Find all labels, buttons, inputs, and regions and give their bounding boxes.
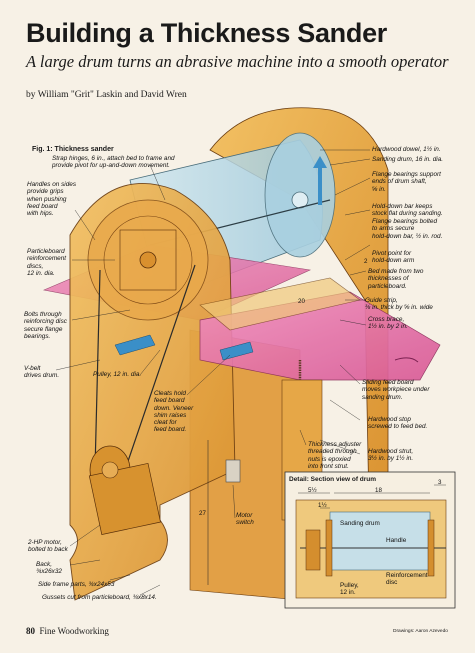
cleat-blue-1: [114, 334, 156, 356]
detail-dim-small: 1½: [318, 502, 327, 509]
article-title: Building a Thickness Sander: [26, 18, 387, 48]
label-thickness-adjuster: Thickness adjuster threaded through nuts…: [308, 441, 362, 470]
label-pulley: Pulley, 12 in. dia.: [93, 371, 142, 378]
label-particleboard-discs: Particleboard reinforcement discs, 12 in…: [27, 248, 67, 277]
figure-title: Fig. 1: Thickness sander: [32, 146, 114, 153]
detail-label-pulley: Pulley, 12 in.: [340, 582, 359, 597]
label-hardwood-strut: Hardwood strut, 3½ in. by 1½ in.: [368, 448, 414, 463]
label-bed: Bed made from two thicknesses of particl…: [368, 268, 424, 290]
detail-dim-right: 3: [438, 479, 442, 486]
detail-label-handle: Handle: [386, 537, 407, 544]
publication-name: Fine Woodworking: [39, 626, 109, 636]
label-side-frame: Side frame parts, ¾x24x53: [38, 581, 115, 588]
label-flange-bearings-bolted: Flange bearings bolted to arms secure ho…: [372, 218, 443, 240]
article-byline: by William "Grit" Laskin and David Wren: [26, 90, 187, 100]
detail-dim-center: 18: [375, 487, 382, 494]
label-hardwood-dowel: Hardwood dowel, 1½ in.: [372, 146, 441, 153]
label-bolts: Bolts through reinforcing disc secure fl…: [24, 311, 67, 340]
label-back: Back, ¾x26x32: [36, 561, 62, 576]
dimension-20: 20: [298, 298, 305, 305]
label-sanding-drum: Sanding drum, 16 in. dia.: [372, 156, 444, 163]
detail-label-sanding-drum: Sanding drum: [340, 520, 380, 527]
cleat-blue-2: [219, 341, 254, 361]
label-handles: Handles on sides provide grips when push…: [27, 181, 77, 218]
detail-label-reinforcement-disc: Reinforcement disc: [386, 572, 428, 587]
detail-title: Detail: Section view of drum: [289, 476, 377, 483]
page-number: 80: [26, 626, 35, 636]
label-strap-hinges: Strap hinges, 6 in., attach bed to frame…: [52, 155, 175, 170]
label-vbelt: V-belt drives drum.: [24, 365, 60, 380]
rear-side-frame: [209, 107, 389, 561]
article-subtitle: A large drum turns an abrasive machine i…: [26, 52, 449, 71]
label-hardwood-stop: Hardwood stop screwed to feed bed.: [368, 416, 428, 431]
label-motor-hp: 2-HP motor, bolted to back: [28, 539, 68, 554]
motor-switch-box: [225, 459, 241, 483]
label-hold-down-bar: Hold-down bar keeps stock flat during sa…: [372, 203, 443, 218]
dimension-27: 27: [199, 510, 206, 517]
label-pivot-point: Pivot point for hold-down arm: [372, 250, 415, 265]
detail-dim-left: 5½: [308, 487, 317, 494]
page-footer: 80 Fine Woodworking: [26, 626, 109, 636]
label-cross-brace: Cross brace, 1½ in. by 2 in.: [368, 316, 408, 331]
label-motor-switch: Motor switch: [236, 512, 254, 527]
illustration-credit: Drawings: Aaron Azevedo: [393, 629, 448, 634]
detail-drum: [329, 511, 431, 571]
dimension-2: 2: [364, 258, 368, 265]
label-sliding-feed-board: Sliding feed board moves workpiece under…: [362, 379, 430, 401]
label-gussets: Gussets cut from particleboard, ¾x8x14.: [42, 594, 157, 601]
label-flange-bearings-support: Flange bearings support ends of drum sha…: [372, 171, 441, 193]
label-guide-strip: Guide strip, ⅜ in. thick by ⅝ in. wide: [365, 297, 433, 312]
label-cleats: Cleats hold feed board down. Veneer shim…: [154, 390, 194, 434]
